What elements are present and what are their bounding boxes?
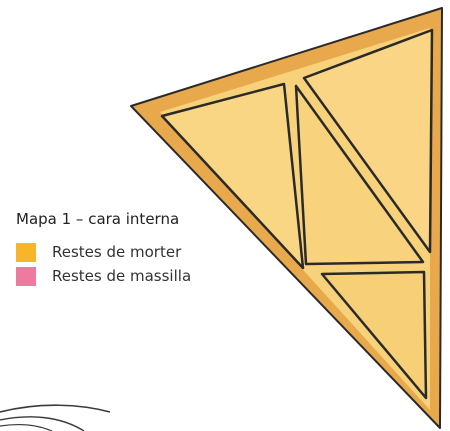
sketch-line-3 — [0, 424, 53, 431]
region-left — [160, 82, 305, 270]
putty-swatch — [16, 266, 36, 286]
region-middle — [294, 84, 425, 266]
sketch-line-1 — [0, 404, 111, 413]
legend-item-putty: Restes de massilla — [16, 264, 191, 288]
legend-label-putty: Restes de massilla — [52, 267, 192, 285]
mortar-swatch — [16, 242, 36, 262]
region-upper-right — [302, 28, 434, 254]
legend-title: Mapa 1 – cara interna — [16, 210, 180, 228]
legend-label-mortar: Restes de morter — [52, 243, 182, 261]
region-bottom — [320, 270, 428, 400]
legend: Mapa 1 – cara interna Restes de morter R… — [16, 210, 191, 288]
legend-item-mortar: Restes de morter — [16, 240, 191, 264]
sketch-line-2 — [0, 416, 85, 431]
